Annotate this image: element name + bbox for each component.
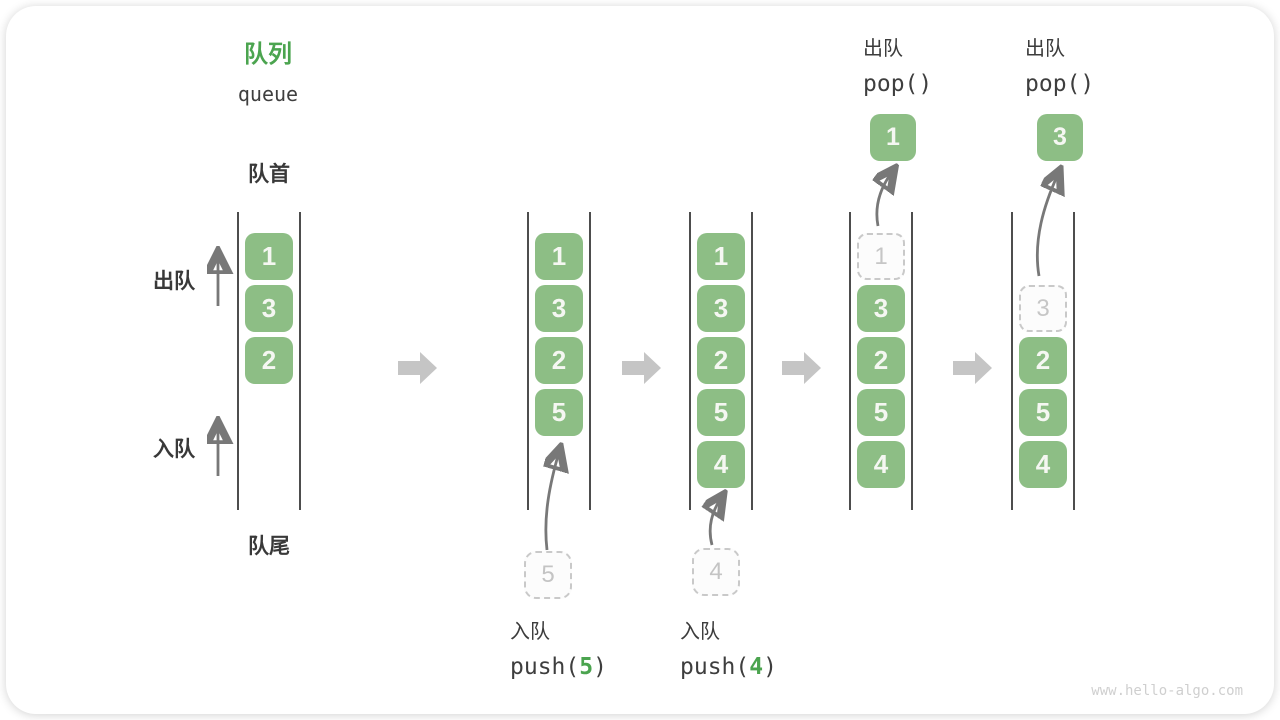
queue-item: 3 bbox=[697, 285, 745, 332]
next-state-arrow-icon bbox=[398, 352, 437, 384]
queue-item: 5 bbox=[1019, 389, 1067, 436]
queue-column-state-2: 1 3 2 5 bbox=[527, 212, 591, 510]
queue-item-ghost: 1 bbox=[857, 233, 905, 280]
queue-item: 2 bbox=[857, 337, 905, 384]
page-subtitle: queue bbox=[237, 82, 299, 106]
pop-op-code: pop() bbox=[1025, 71, 1095, 97]
next-state-arrow-icon bbox=[953, 352, 992, 384]
push-op-code: push(5) bbox=[510, 654, 607, 680]
queue-column-state-5: 3 2 5 4 bbox=[1011, 212, 1075, 510]
figure-card: 队列 queue 队首 队尾 出队 入队 1 3 2 1 3 2 5 1 3 2 5 4 1 3 2 5… bbox=[6, 6, 1274, 714]
queue-item: 5 bbox=[857, 389, 905, 436]
queue-item: 1 bbox=[535, 233, 583, 280]
push-op-group-1: 入队 push(5) bbox=[510, 615, 607, 680]
queue-item: 2 bbox=[245, 337, 293, 384]
push-op-group-2: 入队 push(4) bbox=[680, 615, 777, 680]
queue-item-ghost: 3 bbox=[1019, 285, 1067, 332]
queue-item: 4 bbox=[1019, 441, 1067, 488]
push-op-label: 入队 bbox=[510, 621, 550, 643]
queue-item: 2 bbox=[1019, 337, 1067, 384]
popped-item: 1 bbox=[870, 114, 916, 161]
watermark: www.hello-algo.com bbox=[1091, 683, 1243, 699]
queue-item: 5 bbox=[697, 389, 745, 436]
next-state-arrow-icon bbox=[782, 352, 821, 384]
code-text: push( bbox=[510, 654, 580, 680]
queue-front-label: 队首 bbox=[248, 163, 290, 186]
enqueue-direction-label: 入队 bbox=[153, 438, 195, 461]
staged-item-ghost: 5 bbox=[524, 551, 572, 599]
queue-rear-label: 队尾 bbox=[248, 535, 290, 558]
queue-item: 4 bbox=[857, 441, 905, 488]
pop-op-group-2: 出队 pop() bbox=[1025, 32, 1094, 97]
pop-op-label: 出队 bbox=[863, 38, 903, 60]
code-text: push( bbox=[680, 654, 750, 680]
pop-op-group-1: 出队 pop() bbox=[863, 32, 932, 97]
code-text: ) bbox=[763, 654, 777, 680]
push-op-label: 入队 bbox=[680, 621, 720, 643]
queue-item: 2 bbox=[535, 337, 583, 384]
queue-item: 3 bbox=[857, 285, 905, 332]
queue-item: 2 bbox=[697, 337, 745, 384]
code-arg: 5 bbox=[579, 654, 594, 680]
push-op-code: push(4) bbox=[680, 654, 777, 680]
queue-slot-empty bbox=[1019, 233, 1067, 280]
code-text: ) bbox=[593, 654, 607, 680]
pop-op-code: pop() bbox=[863, 71, 933, 97]
queue-column-state-3: 1 3 2 5 4 bbox=[689, 212, 753, 510]
queue-column-state-4: 1 3 2 5 4 bbox=[849, 212, 913, 510]
staged-item-ghost: 4 bbox=[692, 548, 740, 596]
queue-item: 3 bbox=[245, 285, 293, 332]
next-state-arrow-icon bbox=[622, 352, 661, 384]
dequeue-direction-label: 出队 bbox=[153, 270, 195, 293]
figure-title-block: 队列 queue bbox=[213, 34, 323, 106]
queue-column-state-1: 1 3 2 bbox=[237, 212, 301, 510]
queue-item: 4 bbox=[697, 441, 745, 488]
code-arg: 4 bbox=[749, 654, 764, 680]
queue-item: 5 bbox=[535, 389, 583, 436]
page-title: 队列 bbox=[244, 41, 292, 68]
pop-op-label: 出队 bbox=[1025, 38, 1065, 60]
queue-item: 1 bbox=[697, 233, 745, 280]
queue-item: 3 bbox=[535, 285, 583, 332]
popped-item: 3 bbox=[1037, 114, 1083, 161]
queue-item: 1 bbox=[245, 233, 293, 280]
